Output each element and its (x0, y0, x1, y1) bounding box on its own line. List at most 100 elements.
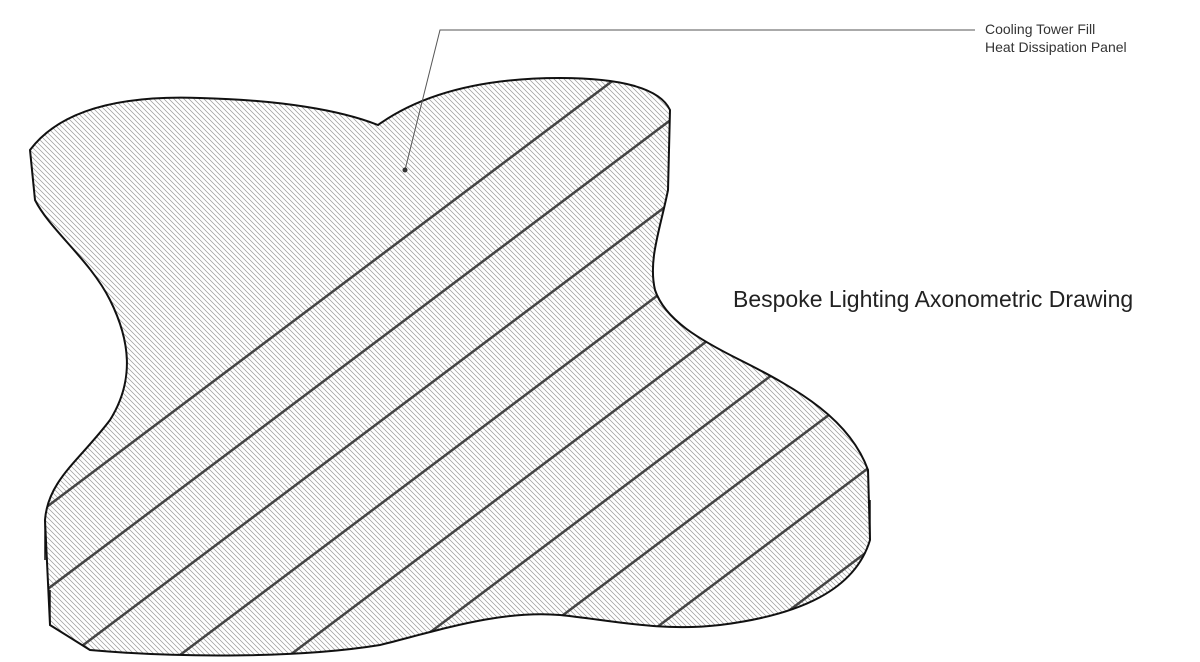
fin-line (30, 78, 551, 656)
fin-line (364, 78, 870, 656)
fin-line (779, 78, 870, 656)
fin-line (1075, 0, 1200, 655)
fin-line (1155, 0, 1200, 655)
fin-line (30, 78, 246, 656)
fin-line (30, 78, 346, 656)
fin-line (1060, 0, 1200, 655)
fin-line (30, 78, 501, 656)
fin-line (439, 78, 870, 656)
fin-line (399, 78, 870, 656)
fin-line (990, 0, 1200, 655)
fin-line (204, 78, 861, 656)
fin-line (544, 78, 870, 656)
fin-line (910, 0, 1200, 655)
fin-line (384, 78, 870, 656)
fin-line (30, 78, 656, 656)
fin-line (649, 78, 870, 656)
fin-line (339, 78, 870, 656)
fin-line (49, 78, 706, 656)
fin-line (1070, 0, 1200, 655)
fin-line (1135, 0, 1200, 655)
fin-line (1130, 0, 1200, 655)
fin-line (519, 78, 870, 656)
rib-line (729, 78, 870, 656)
fin-line (159, 78, 816, 656)
fin-line (30, 78, 336, 656)
drawing-title: Bespoke Lighting Axonometric Drawing (733, 286, 1134, 312)
fin-line (54, 78, 711, 656)
fin-line (1195, 0, 1200, 655)
fin-line (389, 78, 870, 656)
fin-line (759, 78, 870, 656)
fin-line (529, 78, 870, 656)
fin-line (749, 78, 870, 656)
fin-line (890, 0, 1200, 655)
fin-line (30, 78, 646, 656)
fin-line (30, 78, 631, 656)
fin-line (30, 78, 176, 656)
fin-line (1045, 0, 1200, 655)
fin-line (30, 78, 196, 656)
fin-line (114, 78, 771, 656)
fin-line (1025, 0, 1200, 655)
fin-line (479, 78, 870, 656)
callout-line-1: Cooling Tower Fill (985, 21, 1096, 37)
fin-line (249, 78, 870, 656)
fin-line (354, 78, 870, 656)
fin-line (30, 78, 686, 656)
fin-line (509, 78, 870, 656)
fin-line (89, 78, 746, 656)
fin-line (104, 78, 761, 656)
fin-line (30, 78, 241, 656)
fin-line (30, 78, 221, 656)
fin-line (624, 78, 870, 656)
fin-line (30, 78, 541, 656)
fin-line (30, 78, 531, 656)
rib-line (179, 78, 870, 656)
fin-line (414, 78, 870, 656)
fin-line (30, 78, 126, 656)
fin-line (30, 78, 681, 656)
fin-line (905, 0, 1200, 655)
fin-line (30, 78, 281, 656)
fin-line (289, 78, 870, 656)
fin-line (234, 78, 870, 656)
fin-line (885, 0, 1200, 655)
fin-line (239, 78, 870, 656)
fin-line (1005, 0, 1200, 655)
fin-line (30, 78, 666, 656)
fin-line (30, 78, 356, 656)
fin-line (864, 78, 870, 656)
fin-line (139, 78, 796, 656)
fin-line (975, 0, 1200, 655)
fin-line (324, 78, 870, 656)
fin-line (1165, 0, 1200, 655)
fin-line (30, 78, 146, 656)
fin-line (1085, 0, 1200, 655)
fin-line (284, 78, 870, 656)
fin-line (209, 78, 866, 656)
fin-line (30, 78, 186, 656)
fin-line (30, 78, 191, 656)
fin-line (0, 0, 25, 655)
fin-line (30, 78, 526, 656)
callout-line-2: Heat Dissipation Panel (985, 39, 1127, 55)
fin-line (144, 78, 801, 656)
fin-line (774, 78, 870, 656)
rib-line (950, 15, 1200, 655)
fin-line (950, 0, 1200, 655)
fin-line (554, 78, 870, 656)
fin-line (30, 78, 206, 656)
fin-line (30, 78, 41, 656)
fin-line (1055, 0, 1200, 655)
fin-line (30, 78, 81, 656)
fin-line (30, 78, 496, 656)
fin-line (30, 78, 166, 656)
fin-line (30, 78, 306, 656)
fin-line (30, 78, 651, 656)
fin-line (900, 0, 1200, 655)
fin-line (264, 78, 870, 656)
fin-line (30, 78, 511, 656)
fin-line (30, 78, 46, 656)
rib-line (509, 78, 870, 656)
